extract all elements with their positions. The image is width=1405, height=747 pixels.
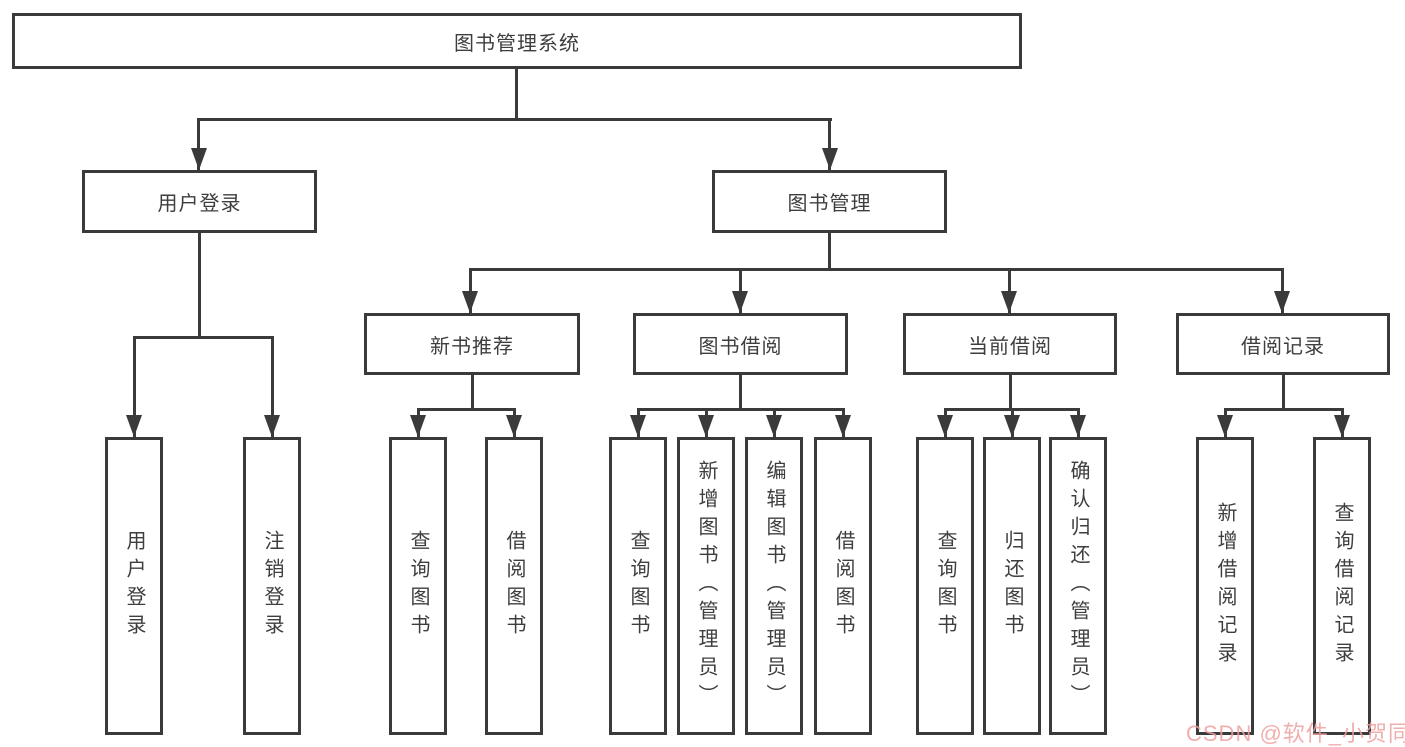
arrow-down-icon: [937, 415, 953, 437]
node-user-login: 用户登录: [82, 170, 317, 233]
connector-to-new-book-recommend: [469, 268, 472, 313]
leaf-add-borrow-record: 新增借阅记录: [1196, 437, 1254, 735]
node-label: 借阅图书: [832, 530, 854, 642]
arrow-down-icon: [462, 291, 478, 313]
node-current-borrow: 当前借阅: [903, 313, 1117, 375]
node-label: 查询图书: [627, 530, 649, 642]
arrow-down-icon: [1334, 415, 1350, 437]
node-label: 查询借阅记录: [1331, 502, 1353, 670]
arrow-down-icon: [698, 415, 714, 437]
node-library-management-system: 图书管理系统: [12, 13, 1022, 69]
arrow-down-icon: [506, 415, 522, 437]
connector-to-current-borrow: [1008, 268, 1011, 313]
leaf-borrow-books: 借阅图书: [814, 437, 872, 735]
leaf-add-books-admin: 新增图书（管理员）: [677, 437, 735, 735]
leaf-query-borrow-record: 查询借阅记录: [1313, 437, 1371, 735]
connector-root-bar: [197, 118, 832, 121]
node-label: 新书推荐: [430, 335, 514, 358]
arrow-down-icon: [264, 415, 280, 437]
connector-borrow-records-bar: [1225, 408, 1343, 411]
node-label: 当前借阅: [968, 335, 1052, 358]
arrow-down-icon: [835, 415, 851, 437]
leaf-logout: 注销登录: [243, 437, 301, 735]
connector-to-borrow-records: [1281, 268, 1284, 313]
arrow-down-icon: [732, 291, 748, 313]
node-borrow-records: 借阅记录: [1176, 313, 1390, 375]
connector-to-leaf-logout: [271, 336, 274, 437]
arrow-down-icon: [1070, 415, 1086, 437]
connector-to-leaf-user-login: [133, 336, 136, 437]
leaf-query-books-borrow: 查询图书: [609, 437, 667, 735]
node-label: 查询图书: [407, 530, 429, 642]
connector-book-management-stem: [828, 233, 831, 268]
leaf-edit-books-admin: 编辑图书（管理员）: [745, 437, 803, 735]
arrow-down-icon: [1217, 415, 1233, 437]
connector-to-user-login: [197, 118, 200, 170]
leaf-return-books: 归还图书: [983, 437, 1041, 735]
arrow-down-icon: [1274, 291, 1290, 313]
arrow-down-icon: [1004, 415, 1020, 437]
connector-borrow-records-stem: [1282, 375, 1285, 408]
arrow-down-icon: [766, 415, 782, 437]
node-new-book-recommend: 新书推荐: [364, 313, 580, 375]
connector-book-borrow-stem: [739, 375, 742, 408]
connector-to-book-borrow: [739, 268, 742, 313]
node-label: 用户登录: [157, 193, 242, 215]
connector-book-borrow-bar: [638, 408, 844, 411]
arrow-down-icon: [191, 148, 207, 170]
node-label: 图书借阅: [698, 335, 783, 358]
leaf-borrow-books-recommend: 借阅图书: [485, 437, 543, 735]
connector-user-login-bar: [134, 336, 273, 339]
connector-new-book-recommend-bar: [418, 408, 515, 411]
csdn-watermark: CSDN @软件_小贺同学: [1186, 721, 1405, 746]
leaf-user-login: 用户登录: [105, 437, 163, 735]
node-label: 借阅图书: [503, 530, 525, 642]
arrow-down-icon: [126, 415, 142, 437]
connector-new-book-recommend-stem: [471, 375, 474, 408]
connector-to-book-management: [828, 118, 831, 170]
node-label: 图书管理系统: [454, 32, 580, 55]
node-label: 新增借阅记录: [1214, 502, 1236, 670]
leaf-query-books-current: 查询图书: [916, 437, 974, 735]
arrow-down-icon: [630, 415, 646, 437]
arrow-down-icon: [410, 415, 426, 437]
leaf-query-books-recommend: 查询图书: [389, 437, 447, 735]
node-label: 编辑图书（管理员）: [763, 460, 785, 712]
node-book-borrow: 图书借阅: [633, 313, 848, 375]
arrow-down-icon: [1001, 291, 1017, 313]
arrow-down-icon: [822, 148, 838, 170]
node-label: 注销登录: [261, 530, 283, 642]
node-label: 确认归还（管理员）: [1067, 460, 1089, 712]
connector-book-management-bar: [470, 268, 1283, 271]
connector-user-login-stem: [198, 233, 201, 336]
leaf-confirm-return-admin: 确认归还（管理员）: [1049, 437, 1107, 735]
node-label: 归还图书: [1001, 530, 1023, 642]
node-label: 查询图书: [934, 530, 956, 642]
connector-root-stem: [515, 69, 518, 118]
node-label: 图书管理: [787, 193, 872, 215]
connector-current-borrow-stem: [1009, 375, 1012, 408]
node-label: 新增图书（管理员）: [695, 460, 717, 712]
node-label: 用户登录: [123, 530, 145, 642]
node-label: 借阅记录: [1241, 335, 1325, 358]
node-book-management: 图书管理: [712, 170, 947, 233]
